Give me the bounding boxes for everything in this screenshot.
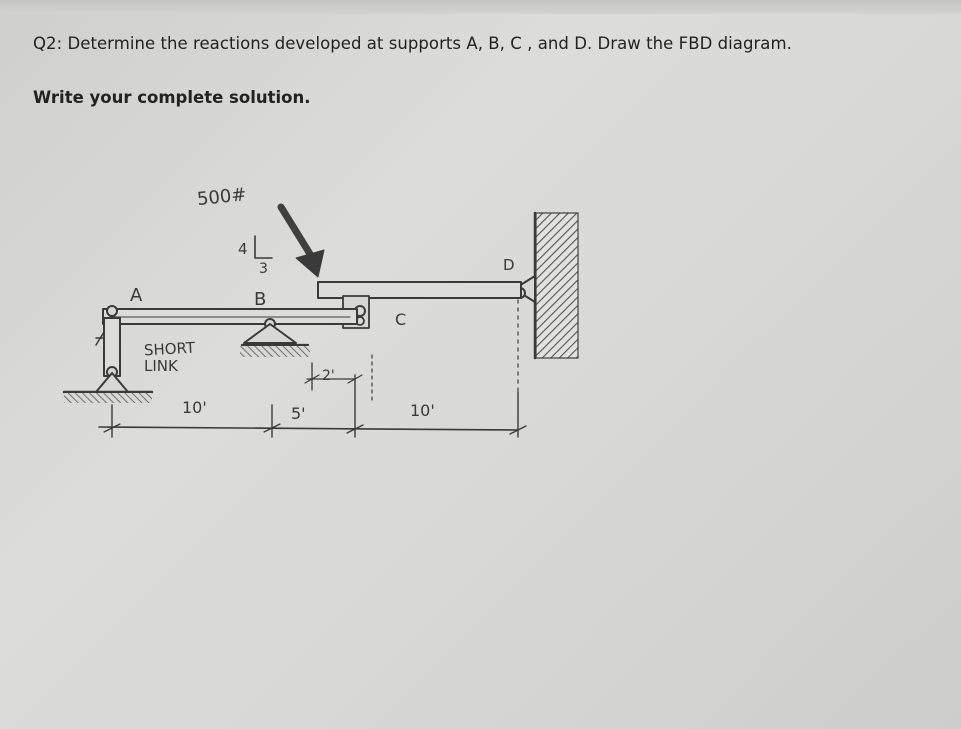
dimension-line xyxy=(98,426,519,431)
dim-label-3: 2' xyxy=(322,368,335,384)
slope-triangle xyxy=(254,235,273,259)
slope-h-label: 4 xyxy=(238,240,248,258)
top-edge-shadow xyxy=(0,0,961,14)
ground-b xyxy=(240,346,310,357)
short-link-label-1: SHORT xyxy=(144,339,197,360)
load-arrow-head xyxy=(295,249,325,278)
short-link-label-2: LINK xyxy=(144,357,179,375)
label-a: A xyxy=(130,285,143,306)
question-text: Q2: Determine the reactions developed at… xyxy=(33,34,792,53)
dim-label-2: 5' xyxy=(291,404,306,423)
label-c: C xyxy=(395,310,406,329)
load-label: 500# xyxy=(196,184,247,210)
ground-a xyxy=(64,393,152,403)
beam-cd xyxy=(317,281,522,299)
instruction-text: Write your complete solution. xyxy=(33,88,311,107)
support-b xyxy=(243,323,297,344)
short-link-arrow xyxy=(95,331,105,346)
dim-label-1: 10' xyxy=(182,398,207,417)
load-arrow-shaft xyxy=(277,203,314,258)
slope-v-label: 3 xyxy=(259,261,268,277)
pin-support-a xyxy=(95,372,129,393)
wall-d xyxy=(535,212,579,359)
label-b: B xyxy=(254,289,266,310)
label-d: D xyxy=(503,256,515,274)
pin-a-top xyxy=(106,305,118,317)
dim-label-4: 10' xyxy=(410,401,435,420)
